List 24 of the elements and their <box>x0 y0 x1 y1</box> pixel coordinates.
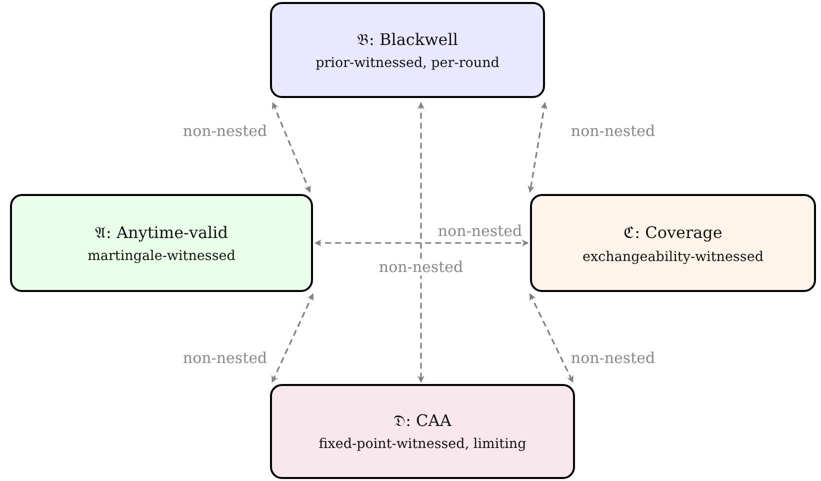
edge-label: non-nested <box>180 350 270 366</box>
box-title: 𝔄: Anytime-valid <box>94 222 228 242</box>
box-title: ℭ: Coverage <box>624 222 722 243</box>
category-box <box>270 384 575 479</box>
edge-label: non-nested <box>568 350 658 366</box>
double-arrow <box>271 293 314 383</box>
box-title: 𝔅: Blackwell <box>357 30 458 48</box>
double-arrow <box>314 240 529 246</box>
edge-label: non-nested <box>376 258 466 276</box>
double-arrow <box>529 293 574 383</box>
double-arrow <box>272 102 311 193</box>
category-box <box>530 194 816 292</box>
box-subtitle: martingale-witnessed <box>88 248 236 264</box>
category-box <box>270 2 545 98</box>
edge-label: non-nested <box>180 122 270 140</box>
category-box <box>10 194 313 292</box>
edge-label: non-nested <box>436 222 524 240</box>
box-subtitle: exchangeability-witnessed <box>582 249 764 265</box>
box-subtitle: prior-witnessed, per-round <box>316 54 500 70</box>
box-title: 𝔇: CAA <box>394 411 452 430</box>
box-subtitle: fixed-point-witnessed, limiting <box>318 436 526 452</box>
edge-label: non-nested <box>568 122 658 140</box>
double-arrow <box>417 102 424 383</box>
double-arrow <box>528 102 548 193</box>
